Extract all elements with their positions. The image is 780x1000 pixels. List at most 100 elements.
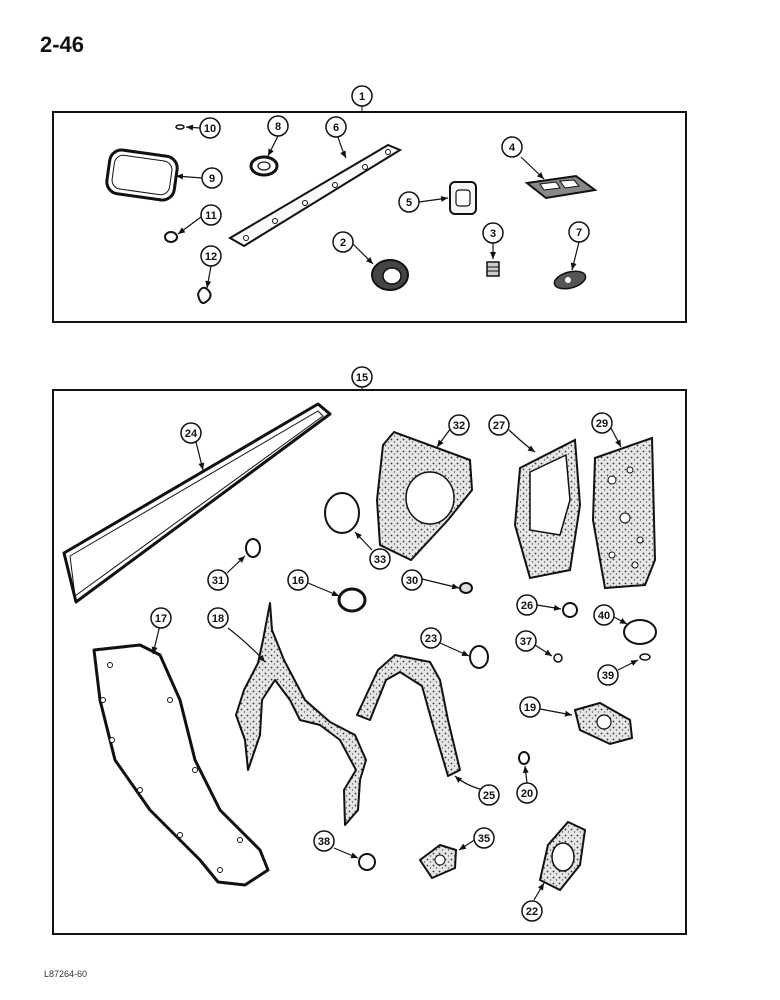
part-33-ring (324, 492, 360, 534)
kit-15-frame (52, 389, 687, 935)
svg-text:2: 2 (340, 237, 346, 249)
callout-6: 6 (325, 116, 347, 138)
part-31-ring (245, 538, 261, 558)
part-7-gasket (553, 270, 587, 290)
callout-10: 10 (199, 117, 221, 139)
kit-1-group: 1 (52, 85, 687, 323)
part-10-ring (175, 124, 185, 130)
svg-text:27: 27 (493, 420, 505, 432)
svg-text:15: 15 (356, 372, 368, 384)
part-38-ring (358, 853, 376, 871)
callout-11: 11 (200, 204, 222, 226)
callout-9: 9 (201, 167, 223, 189)
kit-1-frame (52, 111, 687, 323)
callout-29: 29 (591, 412, 613, 434)
svg-text:39: 39 (602, 670, 614, 682)
part-9-gasket (105, 148, 179, 202)
callout-24: 24 (180, 422, 202, 444)
svg-text:37: 37 (520, 636, 532, 648)
svg-text:35: 35 (478, 833, 490, 845)
part-23-ring (469, 645, 489, 669)
part-2-seal (371, 259, 409, 291)
callout-3: 3 (482, 222, 504, 244)
part-16-ring (337, 587, 367, 613)
svg-text:31: 31 (212, 575, 224, 587)
svg-text:11: 11 (205, 210, 217, 222)
svg-text:3: 3 (490, 228, 496, 240)
svg-text:30: 30 (406, 575, 418, 587)
callout-31: 31 (207, 569, 229, 591)
part-25-gasket (356, 654, 461, 777)
callout-23: 23 (420, 627, 442, 649)
callout-2: 2 (332, 231, 354, 253)
callout-27: 27 (488, 414, 510, 436)
callout-16: 16 (287, 569, 309, 591)
svg-text:9: 9 (209, 173, 215, 185)
callout-39: 39 (597, 664, 619, 686)
part-26-ring (562, 602, 578, 618)
part-40-ring (623, 619, 657, 645)
callout-7: 7 (568, 221, 590, 243)
callout-22: 22 (521, 900, 543, 922)
svg-text:18: 18 (212, 613, 224, 625)
svg-text:19: 19 (524, 702, 536, 714)
svg-text:25: 25 (483, 790, 495, 802)
callout-30: 30 (401, 569, 423, 591)
part-8-seal (249, 155, 279, 177)
callout-40: 40 (593, 604, 615, 626)
svg-text:40: 40 (598, 610, 610, 622)
kit-15-group: 15 (52, 366, 687, 935)
part-4-gasket (524, 174, 598, 200)
svg-text:22: 22 (526, 906, 538, 918)
part-37-ring (553, 653, 563, 663)
part-12-clip (196, 286, 212, 304)
svg-text:20: 20 (521, 788, 533, 800)
svg-text:17: 17 (155, 613, 167, 625)
svg-text:1: 1 (359, 91, 365, 103)
svg-text:7: 7 (576, 227, 582, 239)
svg-text:12: 12 (205, 251, 217, 263)
callout-35: 35 (473, 827, 495, 849)
callout-38: 38 (313, 830, 335, 852)
kit-1-label: 1 (351, 85, 373, 107)
svg-text:29: 29 (596, 418, 608, 430)
part-17-gasket (92, 643, 270, 887)
svg-text:33: 33 (374, 554, 386, 566)
callout-26: 26 (516, 594, 538, 616)
callout-4: 4 (501, 136, 523, 158)
svg-text:26: 26 (521, 600, 533, 612)
callout-17: 17 (150, 607, 172, 629)
callout-18: 18 (207, 607, 229, 629)
kit-15-label: 15 (351, 366, 373, 388)
callout-20: 20 (516, 782, 538, 804)
callout-32: 32 (448, 414, 470, 436)
part-30-ring (459, 582, 473, 594)
svg-text:4: 4 (509, 142, 516, 154)
part-19-gasket (573, 701, 634, 746)
svg-text:38: 38 (318, 836, 330, 848)
part-11-seal (164, 231, 178, 243)
callout-5: 5 (398, 191, 420, 213)
svg-text:32: 32 (453, 420, 465, 432)
svg-text:24: 24 (185, 428, 198, 440)
svg-text:23: 23 (425, 633, 437, 645)
part-20-ring (518, 751, 530, 765)
part-3-grommet (486, 261, 500, 277)
part-35-gasket (418, 843, 458, 880)
svg-text:5: 5 (406, 197, 412, 209)
part-24-gasket (62, 402, 332, 604)
svg-text:6: 6 (333, 122, 339, 134)
callout-8: 8 (267, 115, 289, 137)
part-39-ring (639, 653, 651, 661)
callout-33: 33 (369, 548, 391, 570)
svg-text:16: 16 (292, 575, 304, 587)
callout-12: 12 (200, 245, 222, 267)
callout-25: 25 (478, 784, 500, 806)
svg-text:8: 8 (275, 121, 281, 133)
part-22-gasket (538, 820, 587, 892)
part-6-gasket (228, 143, 403, 248)
callout-19: 19 (519, 696, 541, 718)
callout-37: 37 (515, 630, 537, 652)
svg-text:10: 10 (204, 123, 216, 135)
